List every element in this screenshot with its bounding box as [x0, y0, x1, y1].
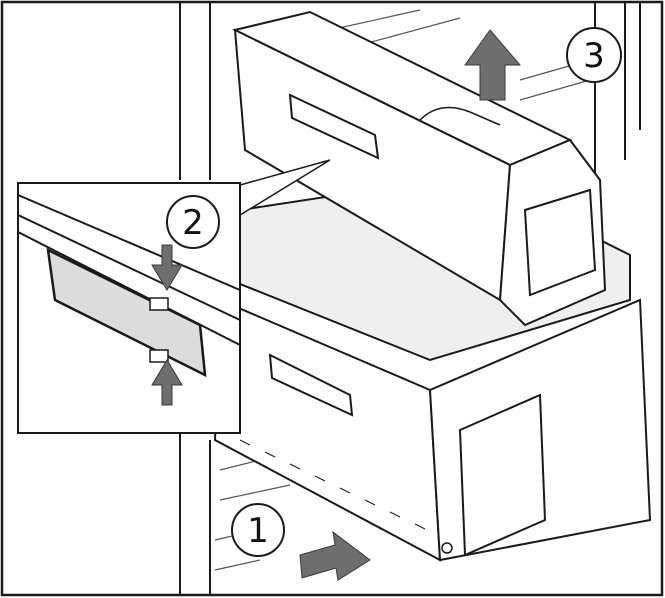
filter-box — [232, 10, 607, 327]
arrows — [151, 29, 522, 581]
step-3-number: 3 — [583, 36, 605, 76]
step-1-circle — [231, 503, 285, 557]
drawer-front-handle — [458, 393, 547, 557]
step-2-circle — [166, 195, 220, 249]
drawer-rail-teeth — [239, 439, 426, 530]
step-2-number: 2 — [182, 203, 204, 243]
step-1-number: 1 — [247, 511, 269, 551]
drawer-screw — [441, 542, 453, 554]
step-3-circle — [566, 27, 622, 83]
arrow-pull-out — [299, 530, 371, 581]
filter-box-end-handle — [523, 188, 597, 297]
filter-box-clip — [288, 93, 380, 160]
callout-rail — [17, 194, 241, 346]
arrow-press-down — [151, 244, 183, 291]
callout-tab-upper — [149, 297, 169, 311]
filter-box-label — [419, 106, 501, 126]
filter-box-end — [498, 138, 607, 327]
drawer-side-grip — [268, 353, 354, 417]
drawer-front-panel — [428, 298, 652, 562]
arrow-lift-up — [464, 29, 522, 101]
step-markers: 3 2 1 — [166, 27, 622, 557]
callout-tab-lower — [149, 349, 169, 363]
arrow-press-up — [151, 359, 183, 406]
